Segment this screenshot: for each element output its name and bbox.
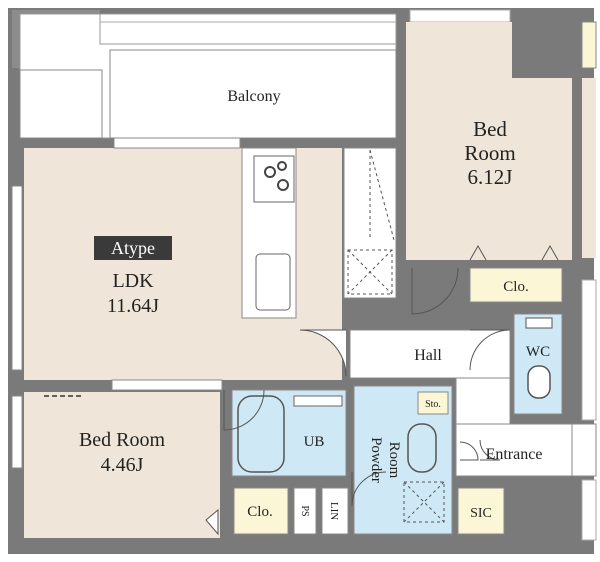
balcony-rail (99, 13, 397, 45)
bed-room-2-label: Bed Room (79, 429, 166, 451)
ps-shaft (293, 487, 317, 535)
bed2-door (111, 379, 223, 391)
door-swing (205, 508, 219, 536)
right-edge-room (582, 78, 596, 258)
bed-room-2-size: 4.46J (101, 454, 144, 476)
ub-label: UB (304, 434, 325, 450)
burner-icon (264, 166, 276, 178)
powder-room-label-line1: Powder (368, 437, 384, 483)
wc-label: WC (526, 344, 550, 360)
bed2-window (11, 395, 23, 469)
type-badge-label: Atype (111, 238, 155, 258)
right-lower-strip (581, 279, 597, 421)
right-bottom-box (581, 479, 597, 541)
bed-room-1-label-line1: Bed (473, 117, 507, 141)
ldk-label: LDK (112, 270, 154, 292)
stove (253, 155, 295, 203)
hall-lower (455, 377, 511, 425)
bed-room-2 (24, 392, 220, 538)
hall-label: Hall (414, 347, 442, 364)
powder-room-label-line2: Room (386, 442, 402, 479)
shoe-closet-label: SIC (470, 506, 492, 521)
closet-left (233, 487, 289, 535)
far-right-box (581, 21, 597, 69)
burner-icon (277, 161, 287, 171)
toilet-tank (525, 317, 553, 329)
door-swing (469, 329, 511, 371)
burner-icon (277, 179, 289, 191)
balcony-door (113, 137, 241, 149)
bed-room-1-label-line2: Room (464, 141, 515, 165)
shoe-closet (457, 487, 505, 535)
closet-right (469, 267, 563, 303)
washer-space (403, 481, 445, 523)
door-swing (469, 244, 487, 261)
door-swing (541, 244, 559, 261)
wc-room (513, 313, 563, 415)
bed-room-1-size: 6.12J (468, 165, 513, 189)
balcony-inner (109, 49, 397, 139)
linen-label: LIN (328, 502, 340, 520)
door-swing (351, 471, 387, 507)
washbasin (407, 423, 437, 473)
door-swing (411, 267, 459, 315)
door-swing (299, 329, 347, 377)
closet-right-label: Clo. (503, 279, 528, 295)
sink (255, 253, 291, 311)
ps-label: PS (299, 505, 310, 516)
hall (349, 329, 511, 379)
shower-area (293, 395, 343, 407)
door-swing (223, 389, 265, 431)
ldk-window (11, 185, 23, 371)
linen-closet (321, 487, 349, 535)
top-right-strip (409, 9, 511, 23)
door-swing (479, 439, 501, 461)
entrance-label: Entrance (486, 446, 543, 463)
storage-label: Sto. (425, 399, 441, 410)
bathtub (237, 395, 285, 473)
storage-small (417, 391, 449, 415)
ldk-size: 11.64J (107, 295, 159, 317)
door-swing (459, 441, 479, 461)
pillar-bed1 (512, 22, 572, 78)
closet-left-label: Clo. (247, 504, 272, 520)
right-door-zone (571, 423, 597, 477)
type-badge (94, 236, 172, 260)
toilet (527, 365, 551, 399)
balcony-label: Balcony (227, 88, 280, 105)
fridge-space (347, 249, 393, 295)
balcony-left-box (19, 69, 103, 139)
